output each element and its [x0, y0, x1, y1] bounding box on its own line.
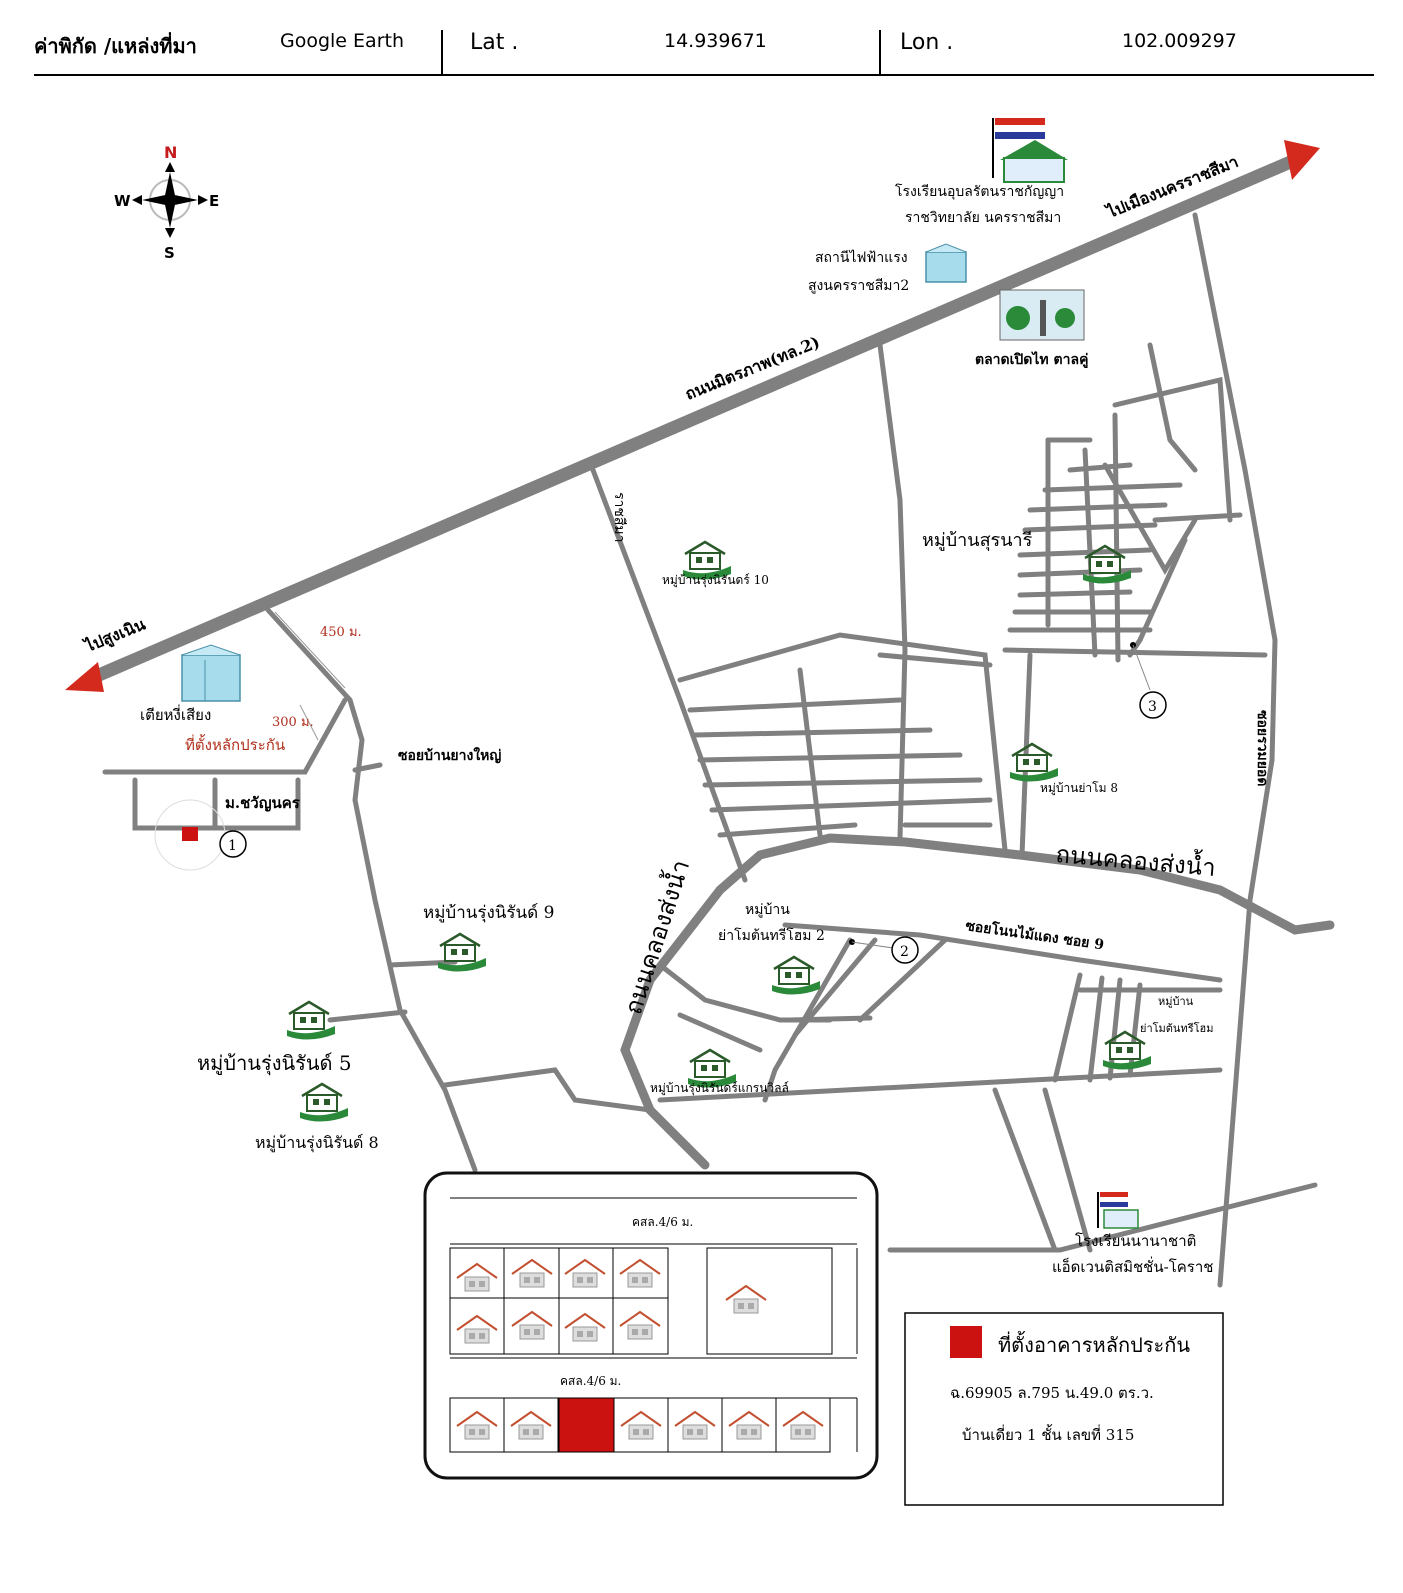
soi-right-label: ซอยรวมยอด — [1254, 710, 1270, 786]
compass-n: N — [164, 143, 177, 162]
chawanon-label: ม.ชวัญนคร — [225, 794, 301, 812]
legend-collateral-swatch — [950, 1326, 982, 1358]
school-flag-icon — [992, 118, 1068, 183]
compass-w: W — [114, 192, 131, 210]
header-rule — [34, 74, 1374, 76]
tia-hong-label: เตียหงี่เสียง — [140, 704, 211, 724]
international-school-icon — [1097, 1192, 1139, 1229]
inset-road-top: คสล.4/6 ม. — [632, 1215, 693, 1229]
village-rungnirun-5: หมู่บ้านรุ่งนิรันด์ 5 — [197, 1051, 352, 1076]
school-top-label-2: ราชวิทยาลัย นครราชสีมา — [905, 210, 1061, 226]
lon-value: 102.009297 — [1122, 30, 1237, 52]
legend-title: ที่ตั้งอาคารหลักประกัน — [998, 1331, 1190, 1357]
header-divider — [441, 30, 443, 74]
inset-road-mid: คสล.4/6 ม. — [560, 1374, 621, 1388]
compass-rose-icon — [132, 162, 208, 238]
source-value: Google Earth — [280, 30, 404, 52]
distance-300: 300 ม. — [272, 715, 314, 730]
market-label: ตลาดเปิดไท ตาลคู่ — [975, 350, 1088, 368]
power-station-label-2: สูงนครราชสีมา2 — [808, 278, 909, 294]
distance-lines — [274, 611, 346, 741]
market-icon — [999, 289, 1085, 341]
village-yamo-tonthong-a: หมู่บ้าน — [1158, 995, 1194, 1008]
khlong-song-nam-road — [620, 833, 1335, 1170]
mittraphap-highway — [89, 154, 1298, 684]
source-label: ค่าพิกัด /แหล่งที่มา — [34, 34, 197, 58]
village-rungnirun-8: หมู่บ้านรุ่งนิรันด์ 8 — [255, 1133, 379, 1153]
legend: ที่ตั้งอาคารหลักประกัน ฉ.69905 ล.795 น.4… — [904, 1312, 1224, 1506]
inset-collateral-lot — [558, 1397, 615, 1453]
international-school-label-1: โรงเรียนนานาชาติ — [1075, 1232, 1196, 1250]
marker-2: 2 — [849, 936, 919, 964]
marker-3: 3 — [1130, 642, 1167, 719]
soi-ban-yang-yai-label: ซอยบ้านยางใหญ่ — [398, 746, 501, 764]
marker-1: 1 — [219, 830, 247, 858]
arrow-to-sungnoen — [65, 662, 104, 692]
distance-450: 450 ม. — [320, 625, 362, 640]
svg-text:3: 3 — [1148, 699, 1157, 715]
international-school-label-2: แอ็ดเวนติสมิชชั่น-โคราช — [1052, 1256, 1213, 1276]
svg-text:2: 2 — [900, 944, 909, 960]
compass-s: S — [164, 244, 175, 262]
village-yamo-tonthong-b: ย่าโมต้นทรีโฮม — [1140, 1021, 1213, 1035]
lat-value: 14.939671 — [664, 30, 767, 52]
village-suranaree: หมู่บ้านสุรนารี — [922, 530, 1033, 551]
collateral-location-label: ที่ตั้งหลักประกัน — [185, 734, 285, 754]
village-rungnirun-9: หมู่บ้านรุ่งนิรันด์ 9 — [423, 903, 554, 923]
village-rungnirun-grand: หมู่บ้านรุ่งนิรันดร์แกรนวิลล์ — [650, 1081, 789, 1096]
power-station-label-1: สถานีไฟฟ้าแรง — [815, 249, 908, 266]
legend-line-1: ฉ.69905 ล.795 น.49.0 ตร.ว. — [950, 1384, 1154, 1402]
power-station-icon — [925, 243, 967, 283]
school-top-label-1: โรงเรียนอุบลรัตนราชกัญญา — [895, 183, 1064, 200]
minor-roads — [102, 212, 1318, 1288]
village-yamo-tonthong-2-a: หมู่บ้าน — [745, 902, 790, 918]
collateral-marker — [182, 827, 198, 841]
village-rungnirun-10: หมู่บ้านรุ่งนิรันดร์ 10 — [662, 573, 769, 588]
lon-label: Lon . — [900, 30, 954, 55]
header-divider — [879, 30, 881, 74]
arrow-to-korat — [1284, 140, 1320, 180]
svg-text:1: 1 — [228, 838, 237, 854]
village-yamo-8: หมู่บ้านย่าโม 8 — [1040, 781, 1118, 796]
map-header: ค่าพิกัด /แหล่งที่มา Google Earth Lat . … — [0, 0, 1403, 80]
lat-label: Lat . — [470, 30, 519, 55]
ratchasima-label: ราชสีมา — [611, 492, 627, 543]
compass-e: E — [209, 192, 219, 210]
tia-hong-building-icon — [181, 644, 241, 702]
inset-plan: คสล.4/6 ม. คสล.4/6 ม. — [423, 1171, 879, 1480]
legend-line-2: บ้านเดี่ยว 1 ชั้น เลขที่ 315 — [962, 1424, 1134, 1444]
village-yamo-tonthong-2-b: ย่าโมต้นทรีโฮม 2 — [718, 927, 825, 944]
